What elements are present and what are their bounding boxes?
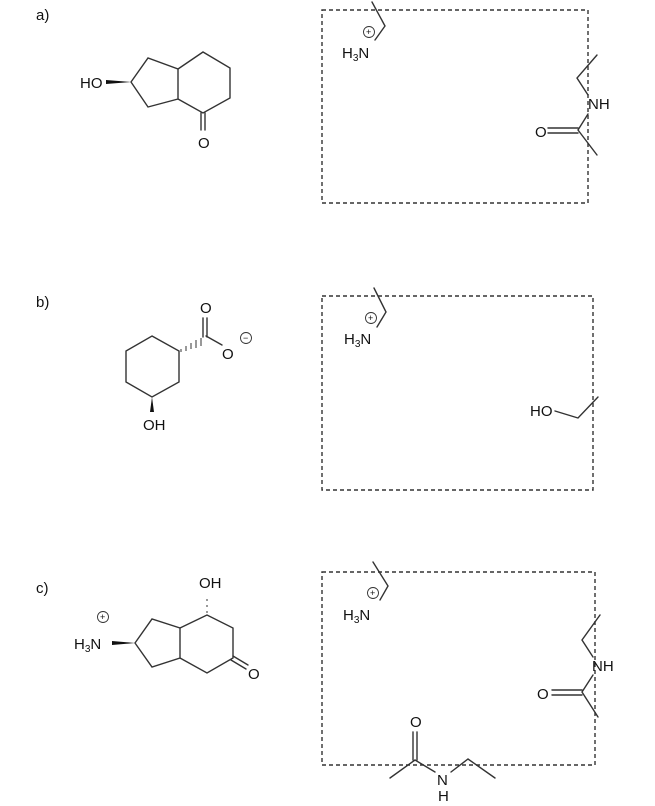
cyclohexane-ring	[125, 335, 180, 398]
atom-ho: HO	[80, 75, 103, 92]
svg-text:+: +	[366, 27, 371, 37]
wedge-bond	[106, 80, 131, 84]
svg-text:H: H	[438, 788, 449, 805]
h3n-label: H3N	[74, 636, 101, 655]
amide-fragment-c-bottom: O N H	[389, 714, 496, 805]
svg-text:O: O	[222, 346, 234, 363]
svg-text:O: O	[200, 300, 212, 317]
svg-text:HO: HO	[530, 403, 553, 420]
hydroxyl-fragment-b: HO	[530, 396, 599, 420]
svg-text:NH: NH	[592, 658, 614, 675]
binding-site-box-a	[321, 9, 589, 204]
ammonium-fragment-c: + H3N	[343, 561, 389, 626]
svg-text:O: O	[535, 124, 547, 141]
svg-text:OH: OH	[143, 417, 166, 434]
amide-fragment-a: NH O	[535, 54, 610, 156]
svg-text:+: +	[368, 313, 373, 323]
svg-text:+: +	[100, 612, 105, 622]
ammonium-fragment-b: + H3N	[344, 287, 387, 350]
svg-text:N: N	[437, 772, 448, 789]
svg-text:+: +	[370, 588, 375, 598]
h3n-label: H3N	[344, 331, 371, 350]
svg-text:O: O	[248, 666, 260, 683]
panel-label-c: c)	[36, 580, 49, 597]
binding-site-box-c	[321, 571, 596, 766]
svg-text:OH: OH	[199, 575, 222, 592]
svg-text:NH: NH	[588, 96, 610, 113]
panel-label-b: b)	[36, 294, 49, 311]
cyclopentane-ring	[130, 57, 179, 108]
molecule-b: O O − OH	[125, 300, 252, 434]
cyclohexane-ring	[177, 51, 231, 114]
atom-o: O	[198, 135, 210, 152]
amide-fragment-c-side: NH O	[537, 614, 614, 718]
svg-text:O: O	[410, 714, 422, 731]
binding-site-box-b	[321, 295, 594, 491]
molecule-c: + H3N OH O	[74, 575, 260, 683]
ammonium-fragment-a: + H3N	[342, 1, 386, 64]
panel-label-a: a)	[36, 7, 49, 24]
molecule-a: HO O	[80, 51, 231, 152]
svg-text:−: −	[243, 333, 248, 343]
h3n-label: H3N	[343, 607, 370, 626]
svg-text:O: O	[537, 686, 549, 703]
h3n-label: H3N	[342, 45, 369, 64]
